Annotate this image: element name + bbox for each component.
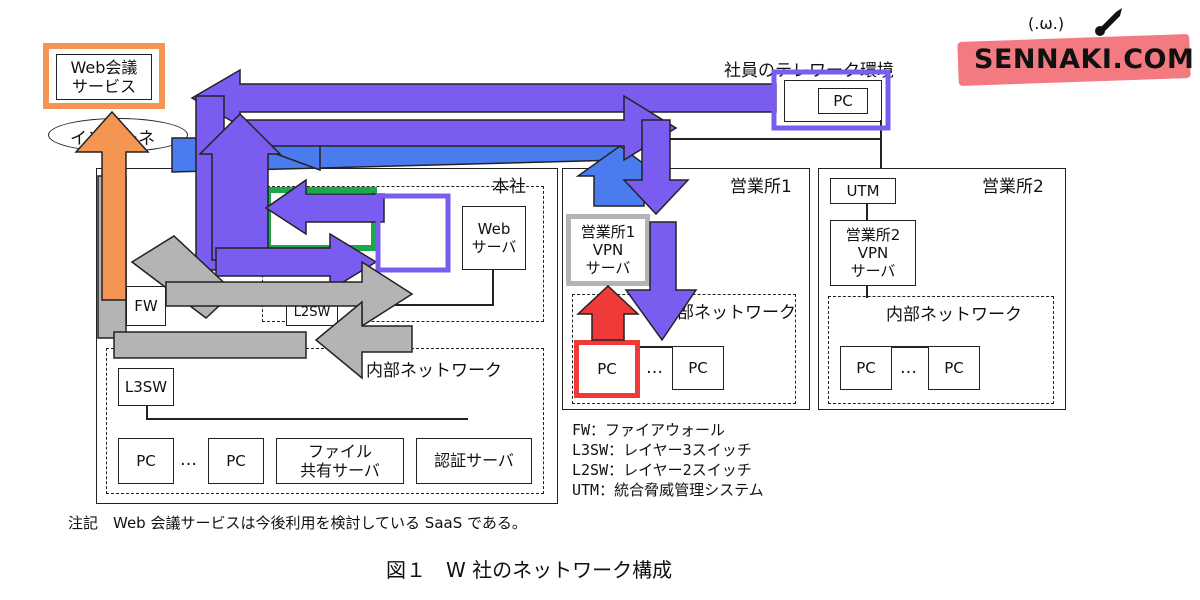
wire-b1-pcs xyxy=(608,346,700,348)
brush-icon xyxy=(1095,8,1122,36)
branch1-internal-network-label: 内部ネットワーク xyxy=(660,303,796,323)
branch1-title: 営業所1 xyxy=(730,177,792,197)
hq-vpn-highlight xyxy=(375,193,451,273)
wire-telework-down xyxy=(880,120,882,168)
web-conference-highlight xyxy=(43,43,165,109)
legend-l2sw: L2SW：レイヤー2スイッチ xyxy=(572,461,752,479)
arrow-purple-down-pc xyxy=(624,221,698,342)
branch2-pc-1: PC xyxy=(840,346,892,390)
wire-vpn2-net xyxy=(866,286,868,298)
hq-web-server: Web サーバ xyxy=(462,206,526,270)
hq-l3sw: L3SW xyxy=(118,368,174,406)
branch2-pc-2: PC xyxy=(928,346,980,390)
branch2-internal-network-label: 内部ネットワーク xyxy=(886,305,1022,325)
arrow-gray-left xyxy=(314,300,413,380)
branch2-internal-network xyxy=(828,296,1054,404)
branch1-pc-2: PC xyxy=(672,346,724,390)
arrow-purple-from-vpn xyxy=(215,232,378,292)
branch2-utm: UTM xyxy=(830,178,896,204)
web-conference-service: Web会議 サービス xyxy=(56,54,152,100)
branch1-site xyxy=(562,168,810,410)
branch1-pc-1: PC xyxy=(574,340,640,398)
branch1-pc-ellipsis: … xyxy=(646,358,663,378)
legend-fw: FW：ファイアウォール xyxy=(572,421,726,439)
site-logo: SENNAKI.COM xyxy=(974,44,1195,75)
branch2-vpn-server: 営業所2 VPN サーバ xyxy=(830,220,916,286)
wire-utm-vpn2 xyxy=(866,200,868,220)
telework-pc: PC xyxy=(818,88,868,114)
legend: FW：ファイアウォール L3SW：レイヤー3スイッチ L2SW：レイヤー2スイッ… xyxy=(572,420,764,500)
wire-l3sw-down xyxy=(146,404,148,420)
legend-utm: UTM：統合脅威管理システム xyxy=(572,481,764,499)
figure-note: 注記 Web 会議サービスは今後利用を検討している SaaS である。 xyxy=(68,514,527,532)
branch2-pc-ellipsis: … xyxy=(900,358,917,378)
branch1-vpn-server: 営業所1 VPN サーバ xyxy=(566,214,650,286)
branch2-site xyxy=(818,168,1066,410)
hq-auth-server: 認証サーバ xyxy=(416,438,532,484)
wire-b2-pcs xyxy=(862,346,958,348)
hq-internal-network-label: 内部ネットワーク xyxy=(366,361,502,381)
wire-hq-pcs xyxy=(146,418,468,420)
arrow-orange-up xyxy=(74,110,150,301)
headquarters-title: 本社 xyxy=(492,177,526,197)
arrow-gray-right xyxy=(165,260,414,328)
hq-pc-2: PC xyxy=(208,438,264,484)
arrow-purple-down-branch xyxy=(622,119,690,216)
hq-internal-network xyxy=(106,348,544,494)
hq-pc-ellipsis: … xyxy=(180,450,197,470)
hq-file-server: ファイル 共有サーバ xyxy=(276,438,404,484)
branch2-title: 営業所2 xyxy=(982,177,1044,197)
arrow-purple-to-vpn xyxy=(264,178,385,236)
wire-web-server xyxy=(492,270,494,306)
arrow-purple-vertical-mid xyxy=(198,112,282,261)
telework-highlight xyxy=(771,69,891,131)
arrow-purple-top xyxy=(190,68,777,128)
hq-pc-1: PC xyxy=(118,438,174,484)
figure-caption: 図１ W 社のネットワーク構成 xyxy=(386,558,673,582)
logo-face: (.ω.) xyxy=(1028,14,1065,33)
wire-horizontal-branches xyxy=(628,138,882,140)
arrow-red-up xyxy=(576,284,640,341)
legend-l3sw: L3SW：レイヤー3スイッチ xyxy=(572,441,752,459)
arrow-gray-lower xyxy=(113,331,307,359)
